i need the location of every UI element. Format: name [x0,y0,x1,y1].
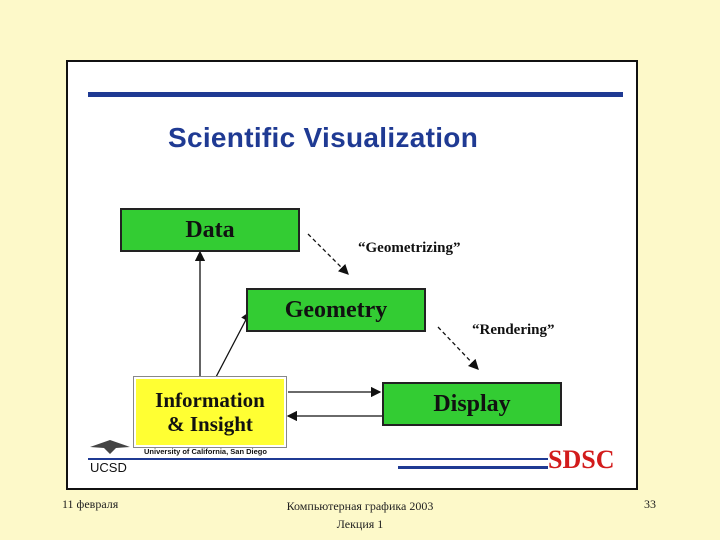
arrow-info-to-geometry [215,310,251,378]
footer-center: Компьютерная графика 2003 Лекция 1 [240,497,480,533]
footer-date: 11 февраля [62,497,119,511]
slide-title: Scientific Visualization [168,122,479,153]
arrow-data-to-geometry [307,233,349,275]
bottom-rule [88,458,548,460]
bottom-rule-short [398,466,548,469]
sdsc-logo: SDSC [548,445,615,474]
top-rule [88,92,623,97]
node-data-label: Data [185,216,235,243]
ucsd-logo-icon [90,440,130,454]
node-geometry-label: Geometry [284,296,388,323]
footer-course: Компьютерная графика 2003 [286,499,434,513]
node-geometry: Geometry [246,288,426,332]
label-geometrizing: “Geometrizing” [358,240,461,256]
node-information-insight: Information & Insight [133,376,287,448]
node-info-line1: Information [155,387,265,412]
footer-page-number: 33 [644,497,656,511]
university-name: University of California, San Diego [144,447,267,456]
footer-lecture: Лекция 1 [336,517,384,531]
diagram-canvas [88,92,623,469]
label-rendering: “Rendering” [472,322,555,338]
slide: Scientific Visualization Data “Geometriz… [66,60,638,490]
node-data: Data [120,208,300,252]
node-display: Display [382,382,562,426]
arrow-geometry-to-display [437,326,479,370]
node-display-label: Display [433,390,511,417]
node-info-line2: & Insight [167,412,253,436]
ucsd-logo-text: UCSD [90,460,127,475]
